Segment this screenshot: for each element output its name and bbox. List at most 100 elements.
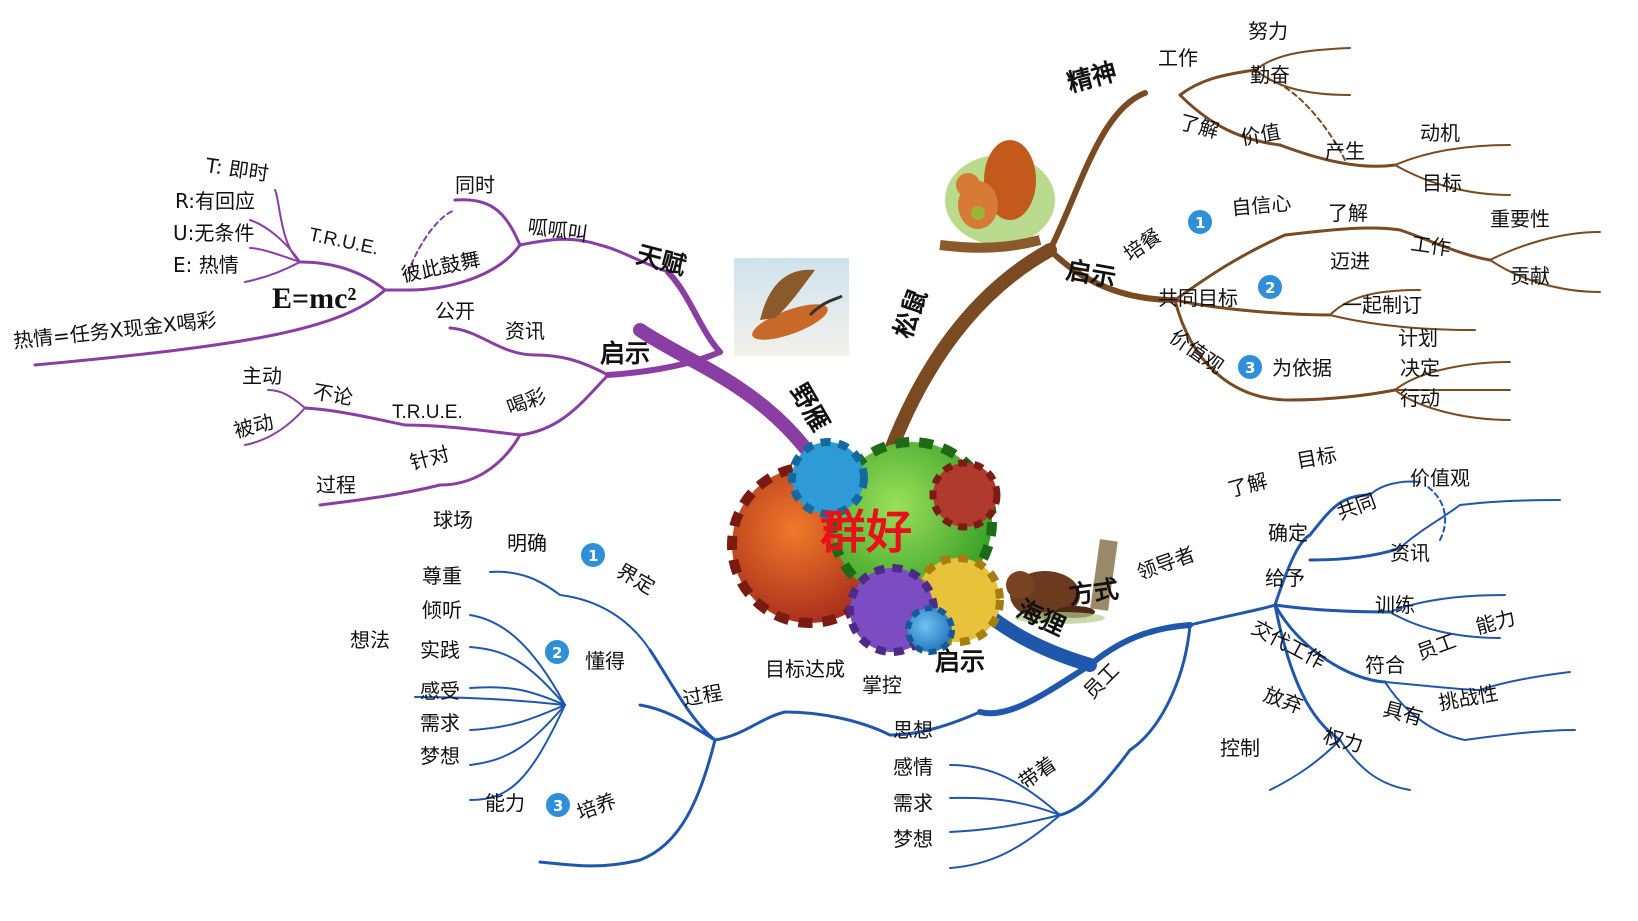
center-title: 群好	[820, 505, 912, 559]
beaver-clear: 明确	[507, 531, 547, 555]
goose-true-label: T.R.U.E.	[307, 224, 381, 259]
goose-target: 针对	[407, 441, 452, 475]
beaver-understand-item-1: 尊重	[422, 564, 462, 588]
goose-image	[734, 258, 849, 356]
beaver-ability: 能力	[1473, 605, 1518, 639]
goose-active: 主动	[242, 364, 282, 388]
beaver-understand-item-6: 梦想	[420, 744, 460, 768]
beaver-define: 界定	[613, 559, 660, 600]
beaver-understand: 了解	[1225, 468, 1270, 502]
squirrel-goal: 目标	[1422, 171, 1462, 195]
beaver-understand-item-5: 需求	[420, 711, 460, 735]
squirrel-important: 重要性	[1490, 207, 1550, 231]
beaver-image	[1006, 539, 1118, 624]
squirrel-understand: 了解	[1177, 110, 1222, 144]
svg-text:2: 2	[1265, 279, 1275, 297]
beaver-thought-1: 思想	[893, 718, 933, 742]
beaver-goal: 目标	[1295, 442, 1339, 473]
squirrel-badge-3: 3	[1236, 353, 1264, 381]
beaver-employee-mid: 员工	[1414, 628, 1460, 664]
goose-open: 公开	[435, 299, 475, 323]
svg-text:3: 3	[553, 797, 563, 815]
beaver-give: 给予	[1265, 566, 1305, 590]
beaver-understand-item-3: 实践	[420, 638, 460, 662]
beaver-understand-2: 懂得	[585, 649, 625, 673]
squirrel-topic: 松鼠	[888, 285, 932, 342]
goose-cheer: 喝彩	[504, 383, 550, 419]
squirrel-understand-2: 了解	[1328, 201, 1368, 225]
squirrel-advance: 迈进	[1330, 249, 1370, 273]
goose-true-r: R:有回应	[175, 189, 255, 213]
goose-branches	[33, 189, 723, 507]
beaver-understand-item-2: 倾听	[422, 598, 462, 622]
goose-true-e: E: 热情	[173, 253, 239, 277]
beaver-thought-2: 感情	[893, 755, 933, 779]
beaver-values: 价值观	[1410, 466, 1470, 490]
squirrel-motive: 动机	[1420, 121, 1460, 145]
beaver-badge-3: 3	[544, 791, 572, 819]
goose-regardless: 不论	[311, 379, 355, 410]
goose-emc: E=mc²	[272, 282, 356, 315]
goose-process: 过程	[316, 473, 356, 497]
squirrel-confidence: 自信心	[1230, 191, 1292, 220]
svg-text:1: 1	[1195, 214, 1205, 232]
goose-info: 资讯	[505, 319, 545, 343]
squirrel-image	[939, 140, 1055, 253]
beaver-info: 资讯	[1390, 541, 1430, 565]
beaver-badge-2: 2	[543, 638, 571, 666]
beaver-process: 过程	[681, 680, 725, 711]
beaver-leader: 领导者	[1134, 542, 1199, 585]
squirrel-work: 工作	[1158, 46, 1198, 70]
beaver-training: 训练	[1375, 593, 1415, 617]
squirrel-act: 行动	[1400, 386, 1440, 410]
beaver-challenge: 挑战性	[1437, 681, 1500, 715]
beaver-confirm: 确定	[1268, 521, 1308, 545]
goose-true-u: U:无条件	[173, 221, 254, 245]
goose-insight: 启示	[600, 339, 650, 368]
beaver-match: 符合	[1365, 653, 1405, 677]
squirrel-diligent: 勤奋	[1250, 63, 1290, 87]
beaver-control-2: 掌控	[862, 673, 902, 697]
beaver-ability-2: 能力	[485, 791, 525, 815]
goose-true-label-2: T.R.U.E.	[392, 402, 463, 423]
beaver-badge-1: 1	[579, 541, 607, 569]
beaver-method: 方式	[1067, 574, 1121, 610]
svg-text:3: 3	[1245, 359, 1255, 377]
squirrel-plan: 计划	[1398, 326, 1438, 350]
goose-talent: 天赋	[633, 240, 689, 281]
beaver-understand-item-4: 感受	[420, 679, 460, 703]
beaver-have: 具有	[1381, 697, 1426, 731]
beaver-thought-4: 梦想	[893, 827, 933, 851]
goose-true-t: T: 即时	[203, 153, 270, 186]
beaver-branches	[414, 480, 1576, 869]
squirrel-spirit: 精神	[1064, 57, 1120, 98]
svg-text:1: 1	[588, 547, 598, 565]
beaver-insight: 启示	[935, 647, 985, 676]
squirrel-produce: 产生	[1325, 139, 1365, 163]
beaver-field: 球场	[433, 508, 473, 532]
squirrel-basis: 为依据	[1272, 356, 1332, 380]
squirrel-effort: 努力	[1248, 19, 1288, 43]
beaver-cultivate: 培养	[574, 788, 620, 824]
squirrel-decide: 决定	[1400, 356, 1440, 380]
squirrel-branches	[1047, 47, 1601, 421]
beaver-idea: 想法	[350, 628, 390, 652]
svg-text:2: 2	[552, 644, 562, 662]
goose-passive: 被动	[231, 409, 276, 443]
beaver-control: 控制	[1220, 736, 1260, 760]
squirrel-set-together: 一起制订	[1342, 293, 1422, 317]
beaver-goal-reach: 目标达成	[765, 657, 845, 681]
goose-simultaneous: 同时	[455, 173, 495, 197]
squirrel-badge-2: 2	[1256, 273, 1284, 301]
squirrel-shared-goal: 共同目标	[1158, 286, 1238, 310]
beaver-bring: 带着	[1014, 751, 1061, 794]
beaver-common: 共同	[1334, 488, 1380, 524]
squirrel-contribution: 贡献	[1510, 264, 1550, 288]
goose-passion-formula: 热情=任务X现金X喝彩	[12, 308, 218, 353]
squirrel-values: 价值观	[1165, 324, 1228, 378]
squirrel-insight: 启示	[1064, 255, 1118, 292]
gears-icon: 群好	[727, 437, 1004, 656]
squirrel-badge-1: 1	[1186, 208, 1214, 236]
squirrel-nurture: 培餐	[1119, 223, 1166, 266]
